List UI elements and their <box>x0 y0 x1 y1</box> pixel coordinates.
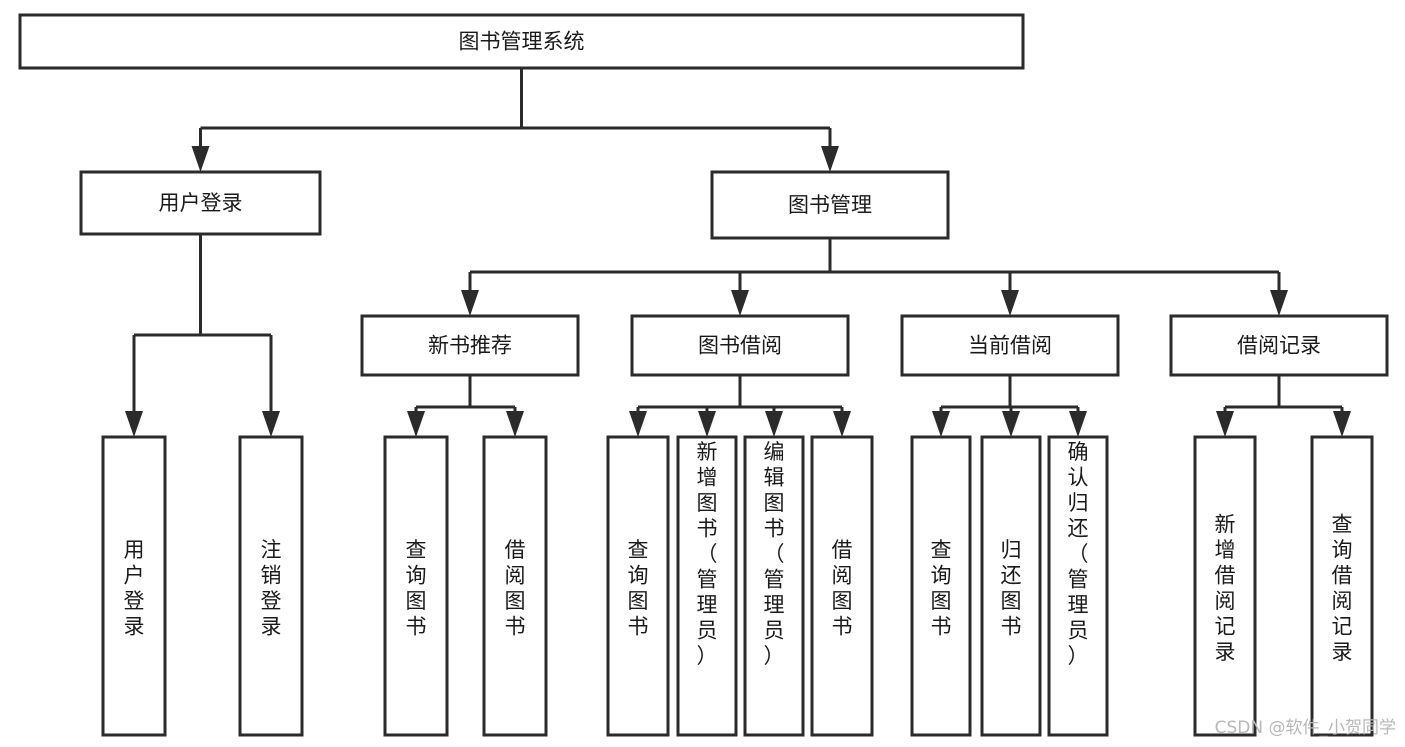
node-recommend-borrow-book-label: 借阅图书 <box>505 538 526 639</box>
conn-borrow-record-edge-1-arrowhead <box>1333 411 1351 437</box>
node-current-confirm-return-admin-label: 确认归还（管理员） <box>1068 440 1089 668</box>
conn-current-borrow-edge-0-arrowhead <box>932 411 950 437</box>
node-book-manage-label: 图书管理 <box>788 193 872 217</box>
node-book-borrow-label: 图书借阅 <box>698 334 782 358</box>
node-borrow-edit-book-admin[interactable]: 编辑图书（管理员） <box>743 435 805 737</box>
node-record-query-label: 查询借阅记录 <box>1332 513 1353 665</box>
node-record-query-box[interactable] <box>1310 435 1374 737</box>
node-current-return-book-box[interactable] <box>980 435 1042 737</box>
node-borrow-lend-book-box[interactable] <box>810 435 874 737</box>
node-current-borrow-box[interactable] <box>900 314 1120 377</box>
node-user-login-do[interactable]: 用户登录 <box>101 435 167 737</box>
node-user-logout-box[interactable] <box>238 435 304 737</box>
node-borrow-lend-book[interactable]: 借阅图书 <box>810 435 874 737</box>
conn-current-borrow-edge-2-arrowhead <box>1069 411 1087 437</box>
node-recommend-borrow-book[interactable]: 借阅图书 <box>482 435 548 737</box>
node-recommend-query-book-box[interactable] <box>383 435 449 737</box>
node-record-add[interactable]: 新增借阅记录 <box>1193 435 1257 737</box>
node-borrow-query-book-label: 查询图书 <box>628 538 649 639</box>
node-borrow-query-book[interactable]: 查询图书 <box>606 435 670 737</box>
conn-book-borrow-edge-3-arrowhead <box>833 411 851 437</box>
node-borrow-edit-book-admin-label: 编辑图书（管理员） <box>764 440 785 668</box>
conn-book-manage-edge-1-arrowhead <box>731 290 749 316</box>
node-record-add-label: 新增借阅记录 <box>1215 513 1236 665</box>
node-new-book-recommend-box[interactable] <box>360 314 580 377</box>
conn-borrow-record-edge-0-arrowhead <box>1216 411 1234 437</box>
conn-book-borrow-edge-0-arrowhead <box>629 411 647 437</box>
node-user-login-do-label: 用户登录 <box>124 538 145 639</box>
node-current-query-book-box[interactable] <box>910 435 972 737</box>
node-borrow-lend-book-label: 借阅图书 <box>832 538 853 639</box>
conn-book-borrow-edge-1-arrowhead <box>698 411 716 437</box>
node-current-query-book-label: 查询图书 <box>931 538 952 639</box>
node-current-query-book[interactable]: 查询图书 <box>910 435 972 737</box>
conn-user-login-edge-0-arrowhead <box>125 411 143 437</box>
conn-root-edge-1-arrowhead <box>821 146 839 172</box>
node-new-book-recommend-label: 新书推荐 <box>428 334 512 358</box>
conn-root-edge-0-arrowhead <box>191 146 210 172</box>
node-user-login-box[interactable] <box>79 170 322 236</box>
node-borrow-add-book-admin[interactable]: 新增图书（管理员） <box>676 435 738 737</box>
node-user-login[interactable]: 用户登录 <box>79 170 322 236</box>
node-user-logout[interactable]: 注销登录 <box>238 435 304 737</box>
node-layer: 图书管理系统用户登录用户登录注销登录图书管理新书推荐查询图书借阅图书图书借阅查询… <box>18 13 1389 737</box>
conn-book-manage-edge-3-arrowhead <box>1270 290 1288 316</box>
node-borrow-edit-book-admin-box[interactable] <box>743 435 805 737</box>
node-current-return-book[interactable]: 归还图书 <box>980 435 1042 737</box>
node-book-manage[interactable]: 图书管理 <box>710 170 950 240</box>
node-current-return-book-label: 归还图书 <box>1001 538 1022 639</box>
conn-current-borrow-edge-1-arrowhead <box>1002 411 1020 437</box>
node-user-login-label: 用户登录 <box>159 191 243 215</box>
node-recommend-query-book-label: 查询图书 <box>406 538 427 639</box>
node-current-confirm-return-admin[interactable]: 确认归还（管理员） <box>1047 435 1109 737</box>
node-borrow-add-book-admin-box[interactable] <box>676 435 738 737</box>
conn-book-manage-edge-2-arrowhead <box>1001 290 1019 316</box>
node-root-label: 图书管理系统 <box>459 30 585 54</box>
node-root[interactable]: 图书管理系统 <box>18 13 1025 70</box>
node-new-book-recommend[interactable]: 新书推荐 <box>360 314 580 377</box>
node-recommend-query-book[interactable]: 查询图书 <box>383 435 449 737</box>
node-borrow-add-book-admin-label: 新增图书（管理员） <box>697 440 718 668</box>
node-user-login-do-box[interactable] <box>101 435 167 737</box>
node-borrow-record[interactable]: 借阅记录 <box>1169 314 1389 377</box>
csdn-watermark: CSDN @软件_小贺同学 <box>1215 718 1396 738</box>
node-user-logout-label: 注销登录 <box>261 538 282 639</box>
conn-new-book-recommend-edge-1-arrowhead <box>506 411 524 437</box>
node-current-borrow[interactable]: 当前借阅 <box>900 314 1120 377</box>
node-borrow-record-label: 借阅记录 <box>1237 334 1321 358</box>
node-recommend-borrow-book-box[interactable] <box>482 435 548 737</box>
node-current-confirm-return-admin-box[interactable] <box>1047 435 1109 737</box>
node-borrow-record-box[interactable] <box>1169 314 1389 377</box>
connector-layer <box>125 68 1351 437</box>
conn-new-book-recommend-edge-0-arrowhead <box>407 411 425 437</box>
node-borrow-query-book-box[interactable] <box>606 435 670 737</box>
conn-book-borrow-edge-2-arrowhead <box>765 411 783 437</box>
node-book-borrow[interactable]: 图书借阅 <box>630 314 850 377</box>
node-record-query[interactable]: 查询借阅记录 <box>1310 435 1374 737</box>
conn-user-login-edge-1-arrowhead <box>262 411 280 437</box>
node-book-borrow-box[interactable] <box>630 314 850 377</box>
node-root-box[interactable] <box>18 13 1025 70</box>
node-record-add-box[interactable] <box>1193 435 1257 737</box>
node-book-manage-box[interactable] <box>710 170 950 240</box>
node-current-borrow-label: 当前借阅 <box>968 334 1052 358</box>
conn-book-manage-edge-0-arrowhead <box>461 290 479 316</box>
